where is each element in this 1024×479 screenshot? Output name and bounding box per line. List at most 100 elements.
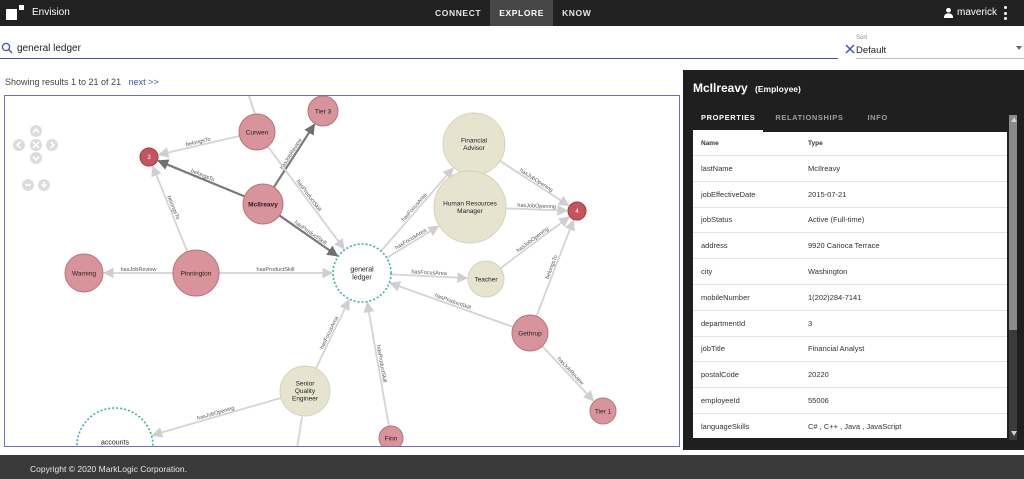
graph-edge[interactable]: hasFocusArea <box>390 269 469 284</box>
entity-type: (Employee) <box>755 84 801 94</box>
zoom-in-icon[interactable] <box>38 179 50 191</box>
zoom-fit-icon[interactable] <box>30 139 42 151</box>
chevron-down-icon[interactable] <box>1016 46 1022 51</box>
graph-edge[interactable]: hasJobReview <box>272 123 316 188</box>
sort-select[interactable]: Default <box>856 45 887 56</box>
panel-tabs: PROPERTIES RELATIONSHIPS INFO <box>693 110 904 132</box>
edge-label: belongsTo <box>186 137 212 149</box>
property-value: Active (Full-time) <box>808 215 865 225</box>
graph-node-t3[interactable]: Tier 3 <box>307 96 339 127</box>
sort-label: Sort <box>856 35 868 41</box>
graph-edge[interactable]: hasJobOpening <box>505 203 569 216</box>
graph-edge[interactable]: hasJobReview <box>102 267 173 279</box>
nav-tab-explore[interactable]: EXPLORE <box>490 0 554 26</box>
graph-node-n3[interactable]: 3 <box>139 147 159 167</box>
edge-label: hasProductSkill <box>293 220 328 247</box>
node-label: Warning <box>72 270 96 277</box>
offscreen-edges <box>248 96 303 446</box>
scroll-up-icon[interactable] <box>1011 117 1017 122</box>
tab-properties[interactable]: PROPERTIES <box>693 110 764 132</box>
scroll-down-icon[interactable] <box>1011 431 1017 436</box>
tab-info[interactable]: INFO <box>867 113 888 122</box>
graph-edge[interactable]: belongsTo <box>157 135 240 158</box>
graph-edge[interactable]: hasProductSkill <box>219 267 334 279</box>
property-value: C# , C++ , Java , JavaScript <box>808 421 902 431</box>
results-count: Showing results 1 to 21 of 21 <box>5 77 122 87</box>
pan-down-icon[interactable] <box>30 152 42 164</box>
zoom-out-icon[interactable] <box>22 179 34 191</box>
close-icon[interactable] <box>845 44 855 54</box>
graph-node-cu[interactable]: Curwen <box>238 113 276 151</box>
pan-left-icon[interactable] <box>13 139 25 151</box>
tab-relationships[interactable]: RELATIONSHIPS <box>775 113 844 122</box>
graph-node-t1[interactable]: Tier 1 <box>589 397 617 425</box>
graph-edge[interactable]: hasFocusArea <box>386 225 440 259</box>
edge-label: hasProductSkill <box>257 267 295 273</box>
graph-edge[interactable]: hasJobReview <box>541 345 595 402</box>
graph-node-ar[interactable]: accountsreceivable <box>76 407 154 447</box>
user-name: maverick <box>957 7 998 18</box>
more-vert-icon[interactable] <box>1000 6 1010 20</box>
graph-edge[interactable]: hasJobOpening <box>499 160 570 207</box>
property-value: 9920 Carioca Terrace <box>808 241 880 251</box>
graph-node-te[interactable]: Teacher <box>467 260 505 298</box>
graph-node-wa[interactable]: Warning <box>64 253 104 293</box>
pan-right-icon[interactable] <box>46 139 58 151</box>
search-input[interactable] <box>17 40 837 57</box>
graph-node-fi[interactable]: Finn <box>378 425 404 447</box>
graph-edge[interactable]: hasProductSkill <box>278 214 339 257</box>
column-header-type: Type <box>808 140 823 147</box>
node-label: accountsreceivable <box>99 439 131 447</box>
node-label: 4 <box>575 209 579 215</box>
main-nav: CONNECT EXPLORE KNOW <box>426 0 600 26</box>
edge-label: hasJobOpening <box>518 168 554 194</box>
graph-node-ge[interactable]: Gethrup <box>511 314 549 352</box>
details-panel: McIlreavy (Employee) PROPERTIES RELATION… <box>683 70 1024 450</box>
pan-up-icon[interactable] <box>30 125 42 137</box>
edge-label: hasProductSkill <box>434 293 472 311</box>
graph-node-pi[interactable]: Pinnington <box>172 249 220 297</box>
envision-logo-icon[interactable] <box>6 5 24 21</box>
graph-node-n4[interactable]: 4 <box>567 201 587 221</box>
footer: Copyright © 2020 MarkLogic Corporation. <box>0 455 1024 479</box>
graph-node-mc[interactable]: McIlreavy <box>242 183 284 225</box>
panel-scrollbar[interactable] <box>1009 115 1017 440</box>
next-page-link[interactable]: next >> <box>128 77 159 87</box>
user-menu[interactable]: maverick <box>943 7 997 18</box>
scrollbar-thumb[interactable] <box>1009 115 1017 330</box>
graph-svg[interactable]: belongsTobelongsTohasJobReviewhasProduct… <box>5 96 680 447</box>
nav-tab-know[interactable]: KNOW <box>562 8 592 18</box>
nav-tab-connect[interactable]: CONNECT <box>435 8 482 18</box>
table-row[interactable]: jobStatus Active (Full-time) <box>693 208 1007 234</box>
graph-edge[interactable]: hasFocusArea <box>315 299 350 369</box>
graph-edge[interactable]: hasJobOpening <box>151 397 282 438</box>
graph-edge[interactable]: belongsTo <box>157 159 245 198</box>
graph-edge[interactable]: hasProductSkill <box>363 301 390 427</box>
node-label: Gethrup <box>518 330 542 337</box>
graph-edge[interactable]: belongsTo <box>151 165 189 253</box>
property-value: 2015-07-21 <box>808 189 847 199</box>
search-icon[interactable] <box>1 42 13 54</box>
node-label: Tier 1 <box>595 408 612 415</box>
property-name: jobStatus <box>701 215 733 225</box>
